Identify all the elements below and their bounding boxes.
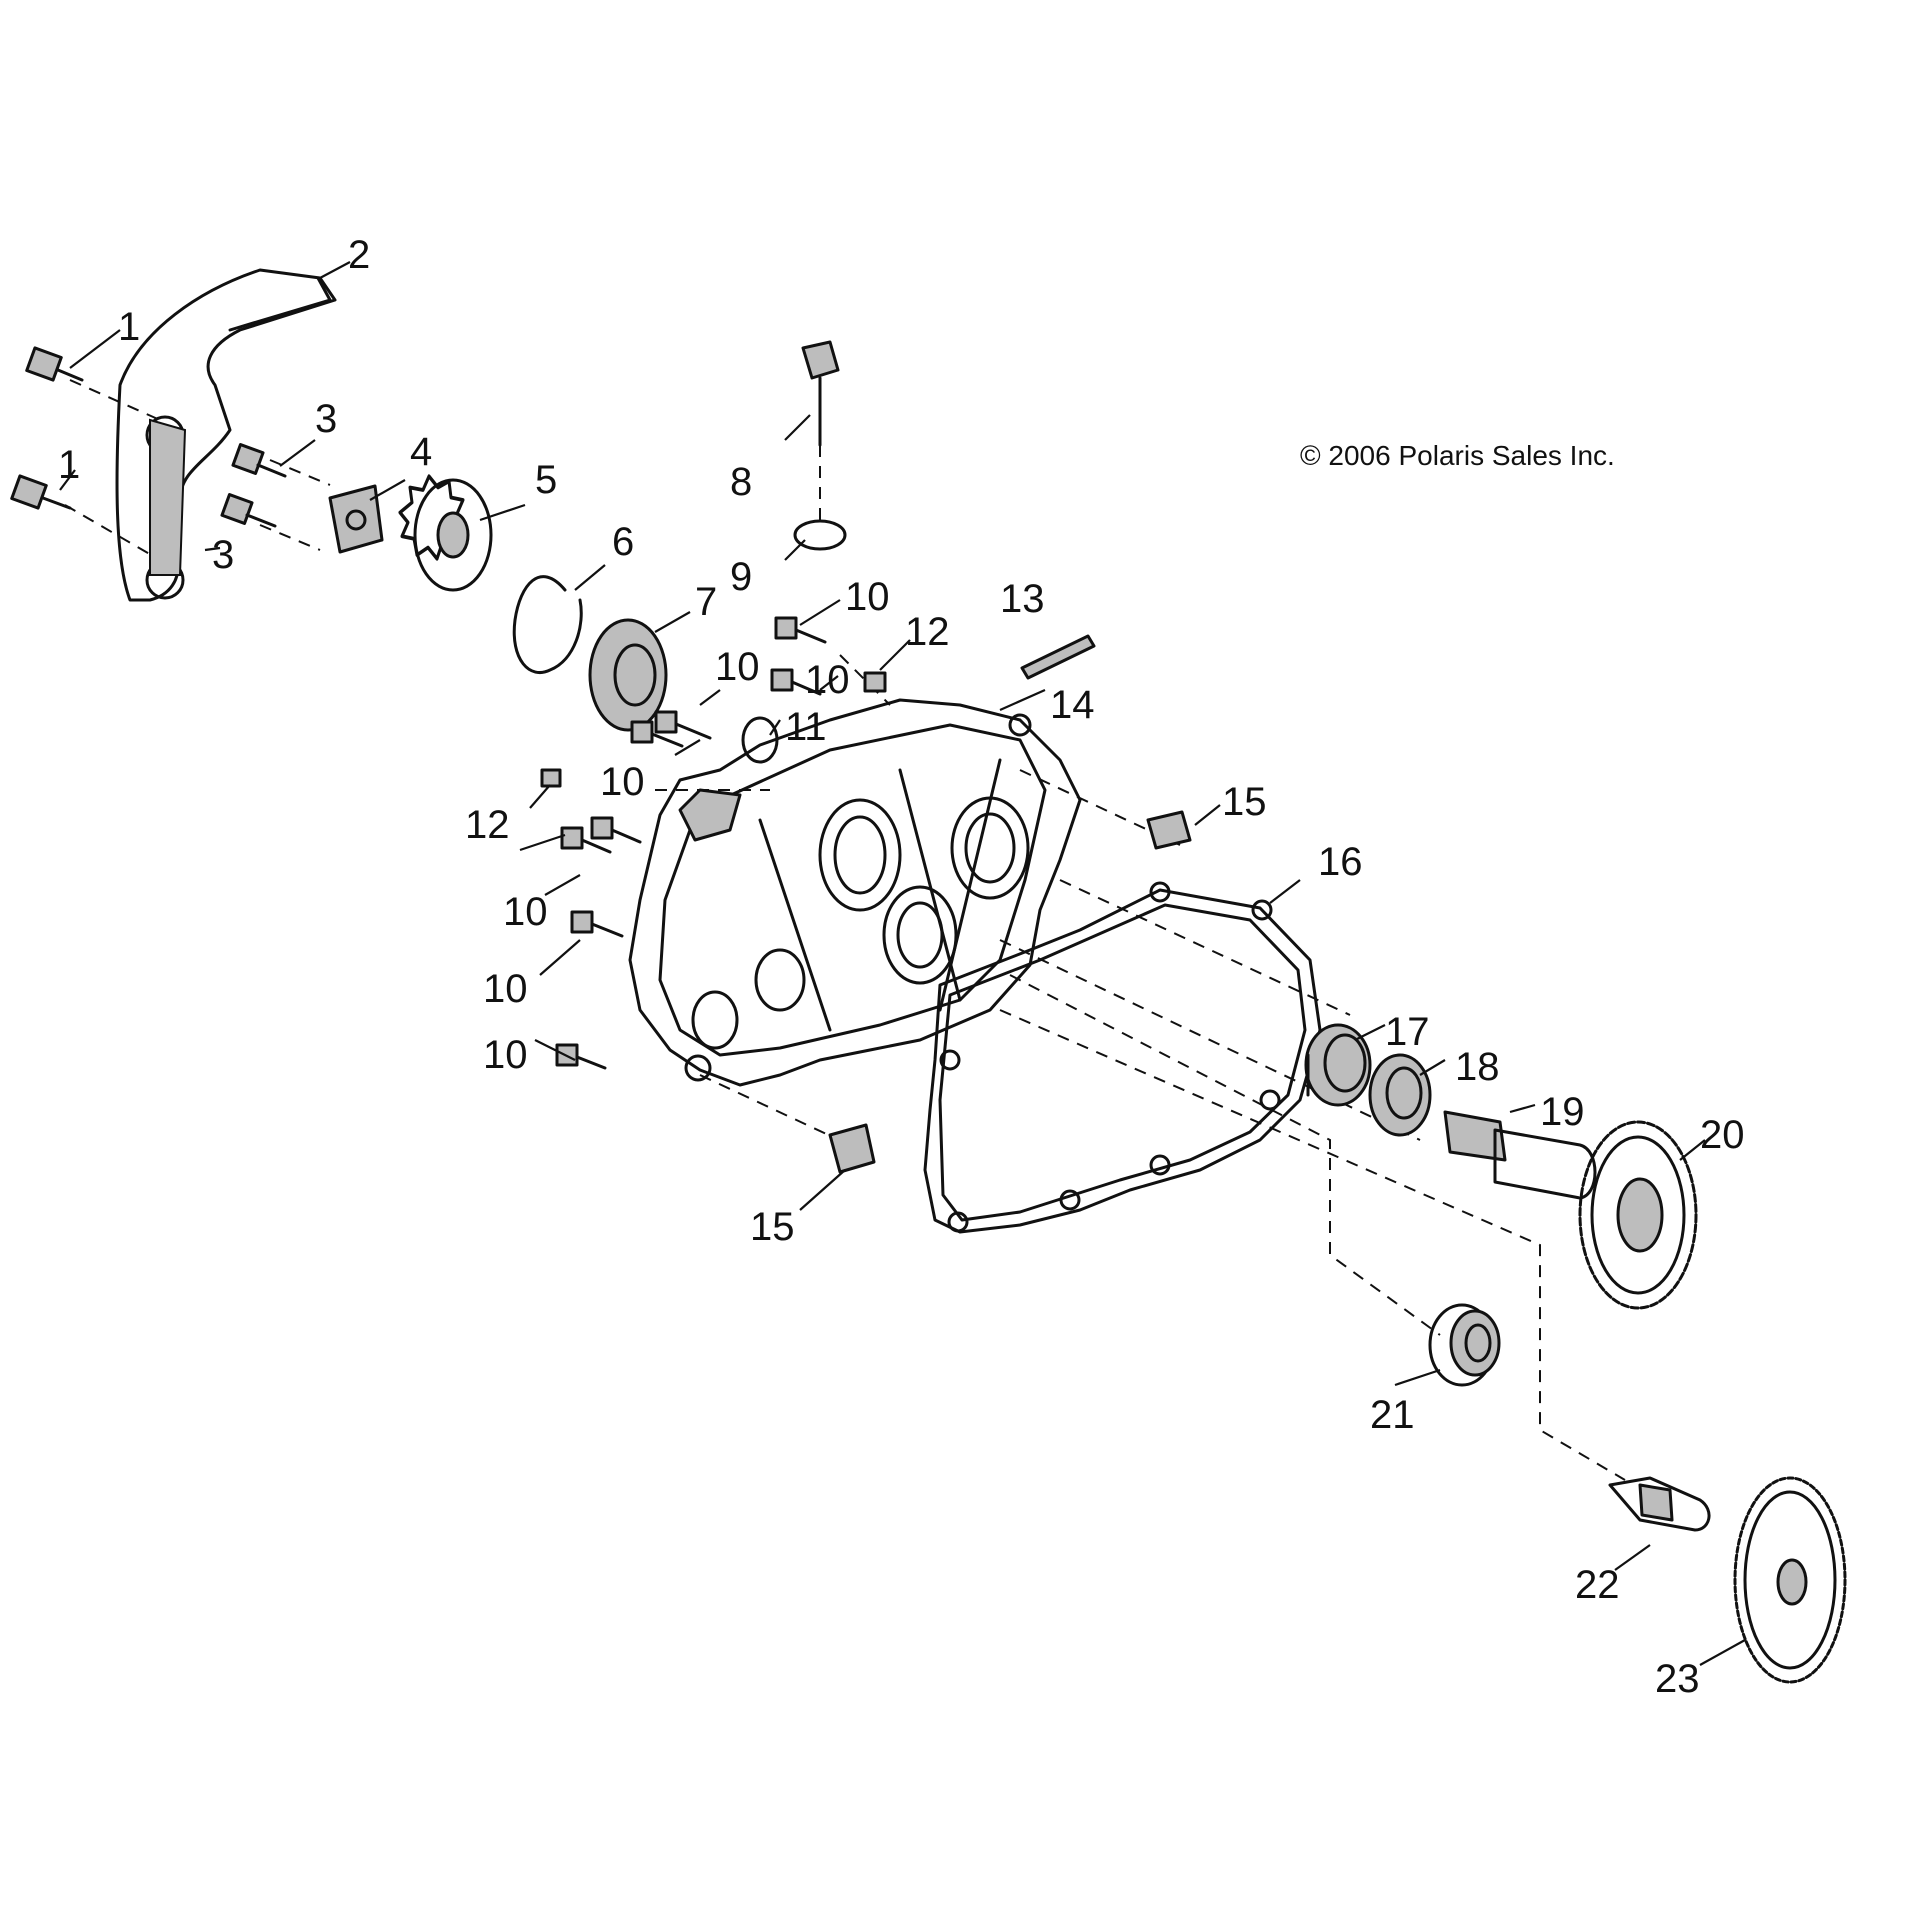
- callout-7: 7: [695, 580, 717, 624]
- callout-12-upper: 12: [905, 610, 950, 654]
- part-17-bearing: [1304, 1023, 1372, 1107]
- callout-1-upper: 1: [118, 305, 140, 349]
- callout-10-c: 10: [715, 645, 760, 689]
- callout-8: 8: [730, 460, 752, 504]
- callout-6: 6: [612, 520, 634, 564]
- part-3-bolt-upper: [231, 443, 287, 478]
- part-22-shaft: [1608, 1476, 1711, 1532]
- copyright-text: © 2006 Polaris Sales Inc.: [1300, 440, 1615, 471]
- callout-15-right: 15: [1222, 780, 1267, 824]
- callout-9: 9: [730, 555, 752, 599]
- callout-16: 16: [1318, 840, 1363, 884]
- case-cover: [628, 698, 1082, 1087]
- callout-5: 5: [535, 458, 557, 502]
- callout-10-a: 10: [845, 575, 890, 619]
- callout-labels: 1 1 2 3 3 4 5 6 7 8 9 10 10 10 10 10 10 …: [58, 233, 1745, 1701]
- part-12-dowel-lower: [540, 768, 562, 788]
- part-2-guard: [115, 268, 337, 602]
- part-9-o-ring: [793, 519, 847, 551]
- callout-10-e: 10: [503, 890, 548, 934]
- part-4-lock-plate: [328, 484, 384, 554]
- callout-3-lower: 3: [212, 533, 234, 577]
- callout-10-b: 10: [805, 658, 850, 702]
- callout-12-lower: 12: [465, 803, 510, 847]
- callout-10-d: 10: [600, 760, 645, 804]
- callout-23: 23: [1655, 1657, 1700, 1701]
- callout-15-bottom: 15: [750, 1205, 795, 1249]
- part-8-drain-plug: [801, 340, 840, 447]
- part-15-dowel-bottom: [828, 1123, 876, 1174]
- callout-14: 14: [1050, 683, 1095, 727]
- part-12-dowel-upper: [863, 671, 887, 693]
- callout-3-upper: 3: [315, 397, 337, 441]
- callout-21: 21: [1370, 1393, 1415, 1437]
- part-1-bolt-upper: [25, 346, 84, 382]
- callout-1-lower: 1: [58, 443, 80, 487]
- part-10-bolts: [555, 616, 827, 1070]
- leader-lines: [59, 261, 1746, 1666]
- callout-18: 18: [1455, 1045, 1500, 1089]
- part-13-pin: [1020, 634, 1096, 680]
- part-6-circlip: [512, 575, 583, 674]
- part-3-bolt-lower: [220, 493, 277, 528]
- part-16-gasket: [923, 881, 1322, 1234]
- part-20-gear: [1578, 1120, 1698, 1310]
- part-21-bearing: [1428, 1303, 1501, 1387]
- callout-19: 19: [1540, 1090, 1585, 1134]
- callout-10-g: 10: [483, 1033, 528, 1077]
- assembly-lines: [64, 379, 1626, 1481]
- part-5-sprocket: [398, 474, 493, 592]
- callout-22: 22: [1575, 1563, 1620, 1607]
- callout-17: 17: [1385, 1010, 1430, 1054]
- callout-13: 13: [1000, 577, 1045, 621]
- part-1-bolt-lower: [10, 474, 72, 510]
- callout-11: 11: [785, 705, 827, 749]
- part-7-oil-seal: [588, 618, 668, 732]
- callout-4: 4: [410, 430, 432, 474]
- callout-20: 20: [1700, 1113, 1745, 1157]
- part-18-seal: [1368, 1053, 1432, 1137]
- callout-2: 2: [348, 233, 370, 277]
- callout-10-f: 10: [483, 967, 528, 1011]
- part-23-gear: [1733, 1476, 1847, 1684]
- part-15-dowel-right: [1146, 810, 1192, 850]
